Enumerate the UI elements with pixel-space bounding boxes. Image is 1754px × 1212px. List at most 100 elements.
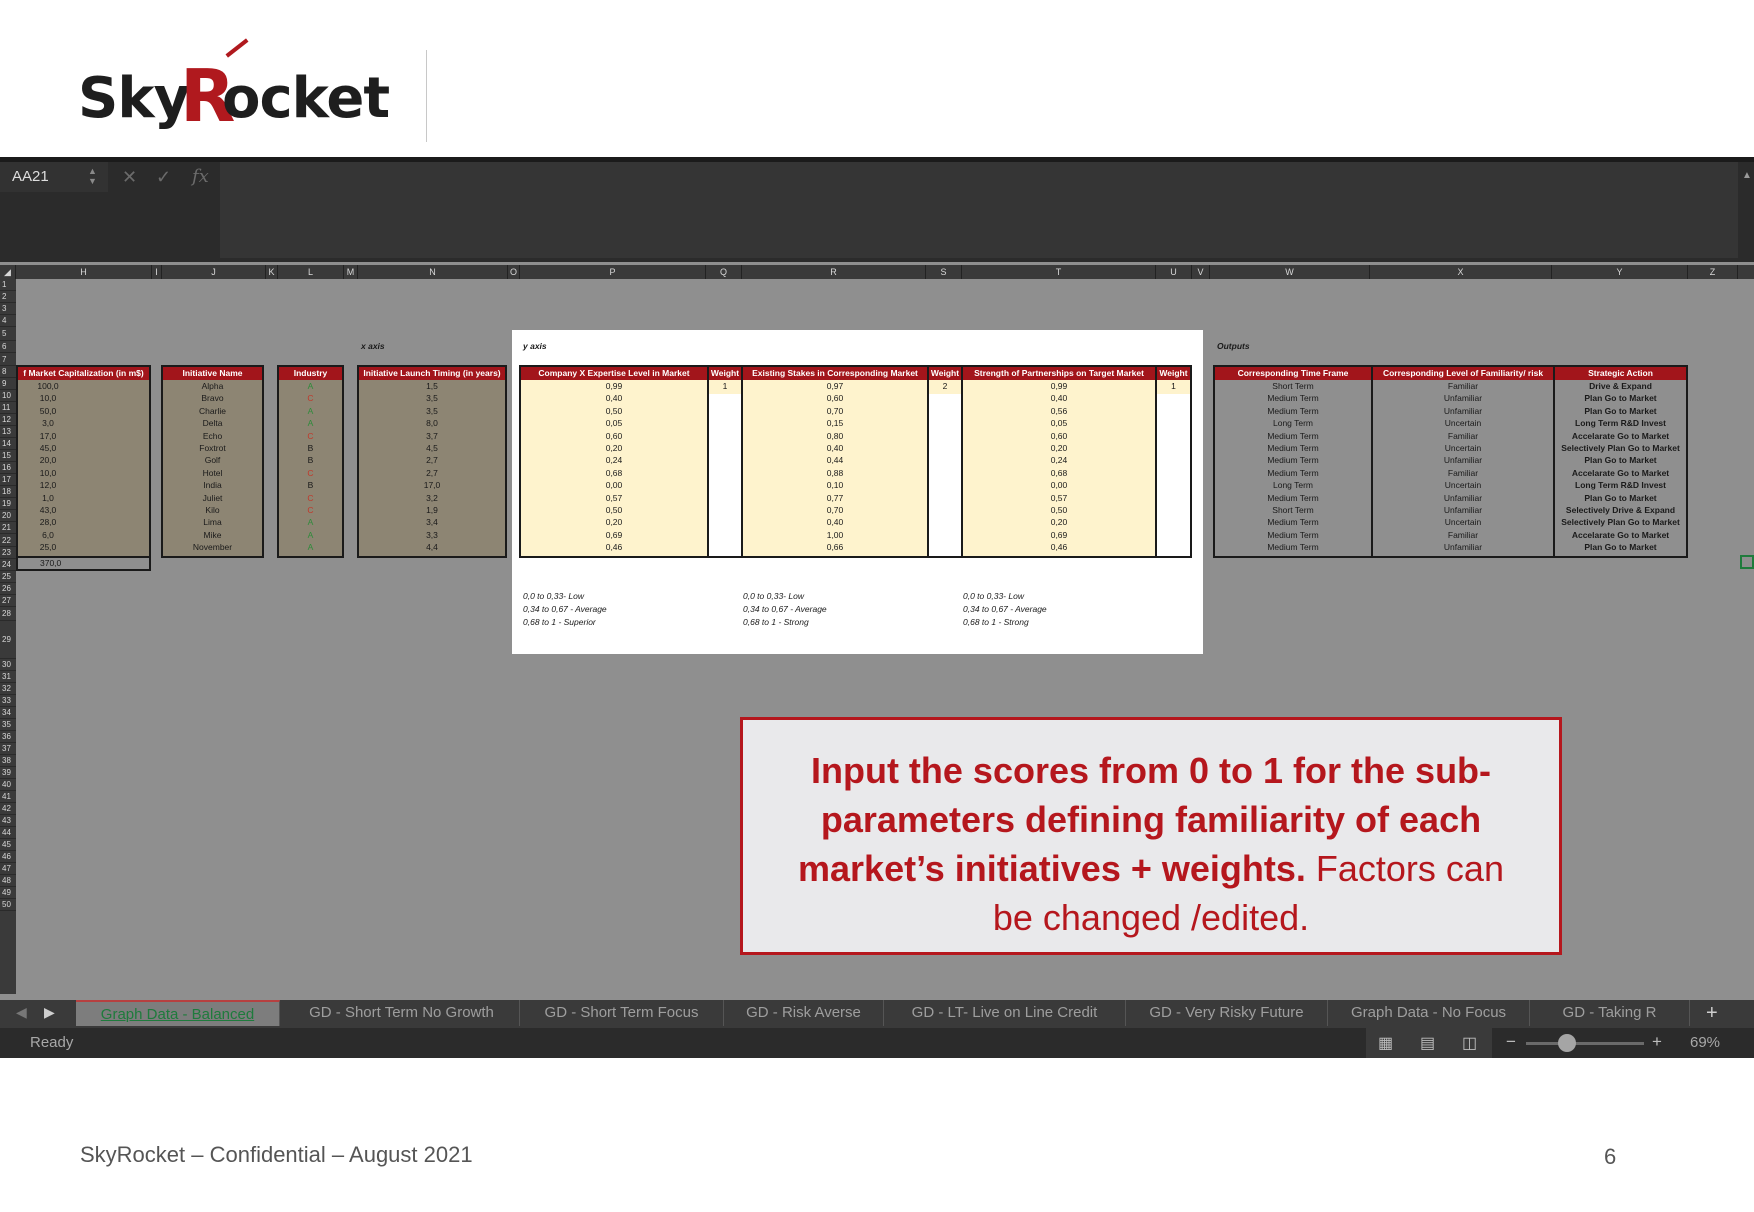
row-header[interactable]: 7 <box>0 353 16 366</box>
partnerships-cell[interactable]: 0,99 <box>1050 381 1068 391</box>
add-sheet-button[interactable]: + <box>1706 1002 1718 1024</box>
name-box-stepper-icon[interactable]: ▲▼ <box>88 166 97 186</box>
tab-short-term-no-growth[interactable]: GD - Short Term No Growth <box>284 1000 520 1026</box>
expertise-cell[interactable]: 0,00 <box>605 480 623 491</box>
partnerships-cell[interactable]: 0,68 <box>1050 467 1068 478</box>
expertise-cell[interactable]: 0,99 <box>605 381 623 391</box>
tab-graph-data-no-focus[interactable]: Graph Data - No Focus <box>1328 1000 1530 1026</box>
column-header[interactable]: Q <box>706 265 742 279</box>
select-all-corner[interactable]: ◢ <box>0 265 16 279</box>
zoom-out-icon[interactable]: − <box>1506 1032 1516 1051</box>
zoom-slider-handle[interactable] <box>1558 1034 1576 1052</box>
row-header[interactable]: 45 <box>0 839 16 851</box>
stakes-cell[interactable]: 0,15 <box>826 418 844 429</box>
row-header[interactable]: 28 <box>0 607 16 621</box>
stakes-cell[interactable]: 0,60 <box>826 393 844 404</box>
partnerships-cell[interactable]: 0,05 <box>1050 418 1068 429</box>
column-header[interactable]: Z <box>1688 265 1738 279</box>
row-header[interactable]: 35 <box>0 719 16 731</box>
tab-very-risky-future[interactable]: GD - Very Risky Future <box>1126 1000 1328 1026</box>
column-header[interactable]: K <box>266 265 278 279</box>
zoom-level[interactable]: 69% <box>1690 1034 1721 1051</box>
partnerships-cell[interactable]: 0,57 <box>1050 492 1068 503</box>
column-header[interactable]: W <box>1210 265 1370 279</box>
column-header[interactable]: P <box>520 265 706 279</box>
column-header[interactable]: S <box>926 265 962 279</box>
row-header[interactable]: 34 <box>0 707 16 719</box>
row-header[interactable]: 26 <box>0 583 16 595</box>
stakes-cell[interactable]: 0,80 <box>826 430 844 441</box>
row-header[interactable]: 21 <box>0 522 16 534</box>
zoom-slider-track[interactable] <box>1526 1042 1644 1045</box>
row-header[interactable]: 1 <box>0 279 16 291</box>
row-header[interactable]: 43 <box>0 815 16 827</box>
expertise-cell[interactable]: 0,57 <box>605 492 623 503</box>
formula-input[interactable] <box>220 162 1738 258</box>
stakes-cell[interactable]: 0,40 <box>826 517 844 528</box>
row-header[interactable]: 50 <box>0 899 16 911</box>
row-header[interactable]: 22 <box>0 534 16 547</box>
partnerships-cell[interactable]: 0,20 <box>1050 443 1068 453</box>
expertise-cell[interactable]: 0,20 <box>605 443 623 453</box>
stakes-cell[interactable]: 0,88 <box>826 467 844 478</box>
row-header[interactable]: 38 <box>0 755 16 767</box>
active-cell-indicator[interactable] <box>1740 555 1754 569</box>
column-header[interactable]: O <box>508 265 520 279</box>
row-header[interactable]: 42 <box>0 803 16 815</box>
stakes-cell[interactable]: 0,10 <box>826 480 844 491</box>
row-header[interactable]: 24 <box>0 559 16 571</box>
confirm-check-icon[interactable]: ✓ <box>156 167 172 187</box>
row-header[interactable]: 41 <box>0 791 16 803</box>
partnerships-cell[interactable]: 0,56 <box>1050 405 1068 416</box>
column-header[interactable]: H <box>16 265 152 279</box>
row-header[interactable]: 48 <box>0 875 16 887</box>
row-header[interactable]: 15 <box>0 450 16 462</box>
row-header[interactable]: 19 <box>0 498 16 510</box>
row-header[interactable]: 8 <box>0 366 16 378</box>
function-fx-icon[interactable]: fx <box>192 166 209 187</box>
column-header[interactable]: N <box>358 265 508 279</box>
partnerships-cell[interactable]: 0,69 <box>1050 529 1068 540</box>
stakes-cell[interactable]: 0,70 <box>826 505 844 515</box>
row-header[interactable]: 33 <box>0 695 16 707</box>
stakes-cell[interactable]: 0,40 <box>826 443 844 453</box>
expertise-cell[interactable]: 0,68 <box>605 467 623 478</box>
row-header[interactable]: 36 <box>0 731 16 743</box>
row-header[interactable]: 27 <box>0 595 16 607</box>
row-header[interactable]: 49 <box>0 887 16 899</box>
row-header[interactable]: 44 <box>0 827 16 839</box>
partnerships-cell[interactable]: 0,50 <box>1050 505 1068 515</box>
tab-lt-live-on-line-credit[interactable]: GD - LT- Live on Line Credit <box>884 1000 1126 1026</box>
column-header[interactable]: R <box>742 265 926 279</box>
expertise-cell[interactable]: 0,60 <box>605 430 623 441</box>
tab-short-term-focus[interactable]: GD - Short Term Focus <box>520 1000 724 1026</box>
column-header[interactable]: I <box>152 265 162 279</box>
column-header[interactable]: T <box>962 265 1156 279</box>
cancel-icon[interactable]: ✕ <box>122 167 138 187</box>
name-box[interactable]: AA21 <box>0 162 108 192</box>
row-header[interactable]: 12 <box>0 414 16 426</box>
weight1-input[interactable]: 1 <box>709 380 741 394</box>
expertise-cell[interactable]: 0,24 <box>605 455 623 466</box>
tab-taking-r[interactable]: GD - Taking R <box>1530 1000 1690 1026</box>
weight2-input[interactable]: 2 <box>929 380 961 394</box>
tab-scroll-right-icon[interactable]: ▶ <box>44 1004 55 1020</box>
stakes-cell[interactable]: 0,77 <box>826 492 844 503</box>
row-header[interactable]: 25 <box>0 571 16 583</box>
expertise-cell[interactable]: 0,50 <box>605 405 623 416</box>
row-header[interactable]: 11 <box>0 402 16 414</box>
row-header[interactable]: 17 <box>0 474 16 486</box>
row-header[interactable]: 4 <box>0 315 16 327</box>
weight3-input[interactable]: 1 <box>1157 380 1190 394</box>
tab-graph-data-balanced[interactable]: Graph Data - Balanced <box>76 1000 280 1026</box>
row-header[interactable]: 40 <box>0 779 16 791</box>
row-header[interactable]: 10 <box>0 390 16 402</box>
stakes-cell[interactable]: 0,66 <box>826 542 844 553</box>
partnerships-cell[interactable]: 0,60 <box>1050 430 1068 441</box>
row-header[interactable]: 2 <box>0 291 16 303</box>
expertise-cell[interactable]: 0,05 <box>605 418 623 429</box>
column-header[interactable]: V <box>1192 265 1210 279</box>
row-header[interactable]: 9 <box>0 378 16 390</box>
row-header[interactable]: 20 <box>0 510 16 522</box>
expertise-cell[interactable]: 0,20 <box>605 517 623 528</box>
